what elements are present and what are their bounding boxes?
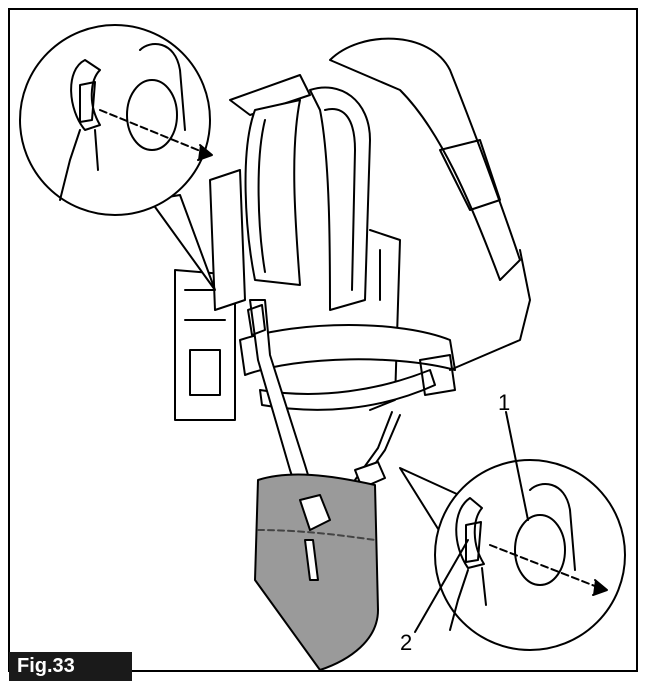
backpack-body (174, 37, 521, 421)
waist-belt (239, 249, 531, 411)
figure-label: Fig.33 (9, 652, 132, 681)
callout-number-1: 1 (498, 390, 511, 415)
callout-2-leader (414, 539, 469, 633)
detail-inset-top (19, 24, 216, 291)
callout-1-leader (505, 411, 529, 521)
callout-number-2: 2 (400, 630, 413, 655)
detail-inset-bottom (399, 411, 626, 651)
shoulder-straps (244, 86, 401, 411)
